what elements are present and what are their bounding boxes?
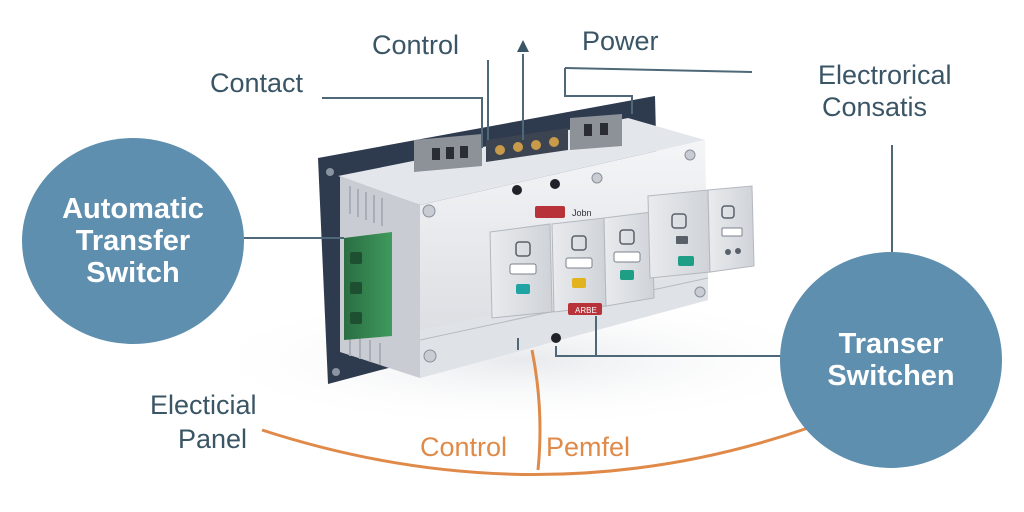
leader-contact [322,97,483,148]
connector-slot-2 [446,147,454,159]
top-red-badge [535,206,565,218]
top-screw-2 [591,172,603,184]
circle-right-line2: Switchen [827,360,955,392]
circle-right-line1: Transer [838,328,944,360]
breaker-module-1 [489,223,553,319]
circle-left-line1: Automatic [62,193,204,225]
leader-lines [244,54,893,357]
bottom-dot [551,333,561,343]
label-control-top: Control [372,30,460,60]
plate-screw-2 [332,368,340,376]
leader-power [564,68,633,114]
label-electicial-1: Electicial [150,390,257,420]
bottom-screw-2 [694,286,706,298]
circle-automatic-transfer-switch: Automatic Transfer Switch [22,138,244,344]
up-arrow-head [517,40,529,52]
top-dot-2 [550,179,560,189]
label-power: Power [582,26,659,56]
connector-slot-5 [600,123,608,135]
copper-pins [495,137,559,155]
label-electrorical-2: Consatis [822,92,928,122]
top-screw-3 [684,149,696,161]
circle-transer-switchen: Transer Switchen [780,252,1002,468]
connector-slot-3 [460,146,468,158]
top-screw-1 [422,204,436,218]
terminal-screw-2 [350,282,362,294]
label-contact: Contact [210,68,304,98]
terminal-screw-1 [350,252,362,264]
center-contact-strip [486,128,568,162]
plate-screw-1 [326,168,334,176]
side-module-2 [707,185,755,273]
leader-right-circle [555,346,782,357]
breaker-module-2 [551,217,607,313]
side-module-1 [647,189,711,279]
terminal-screw-3 [350,312,362,324]
orange-curve [261,426,809,476]
leader-power-long [564,67,753,73]
bottom-screw-1 [423,349,437,363]
breaker-module-3 [603,211,655,307]
connector-slot-1 [432,148,440,160]
device-bottom-label: ARBE [575,306,597,315]
connector-slot-4 [584,124,592,136]
circle-left-line2: Transfer [75,225,191,257]
label-electrorical-1: Electrorical [818,60,952,90]
orange-vertical [530,349,542,471]
label-control-bottom: Control [420,432,508,462]
label-electicial-2: Panel [178,424,248,454]
top-dot-1 [512,185,522,195]
circle-left-line3: Switch [86,257,180,289]
bottom-red-badge [568,303,602,315]
top-connector-right [570,114,622,150]
label-pemfel: Pemfel [546,432,631,462]
device-top-label: Jobn [572,208,592,218]
